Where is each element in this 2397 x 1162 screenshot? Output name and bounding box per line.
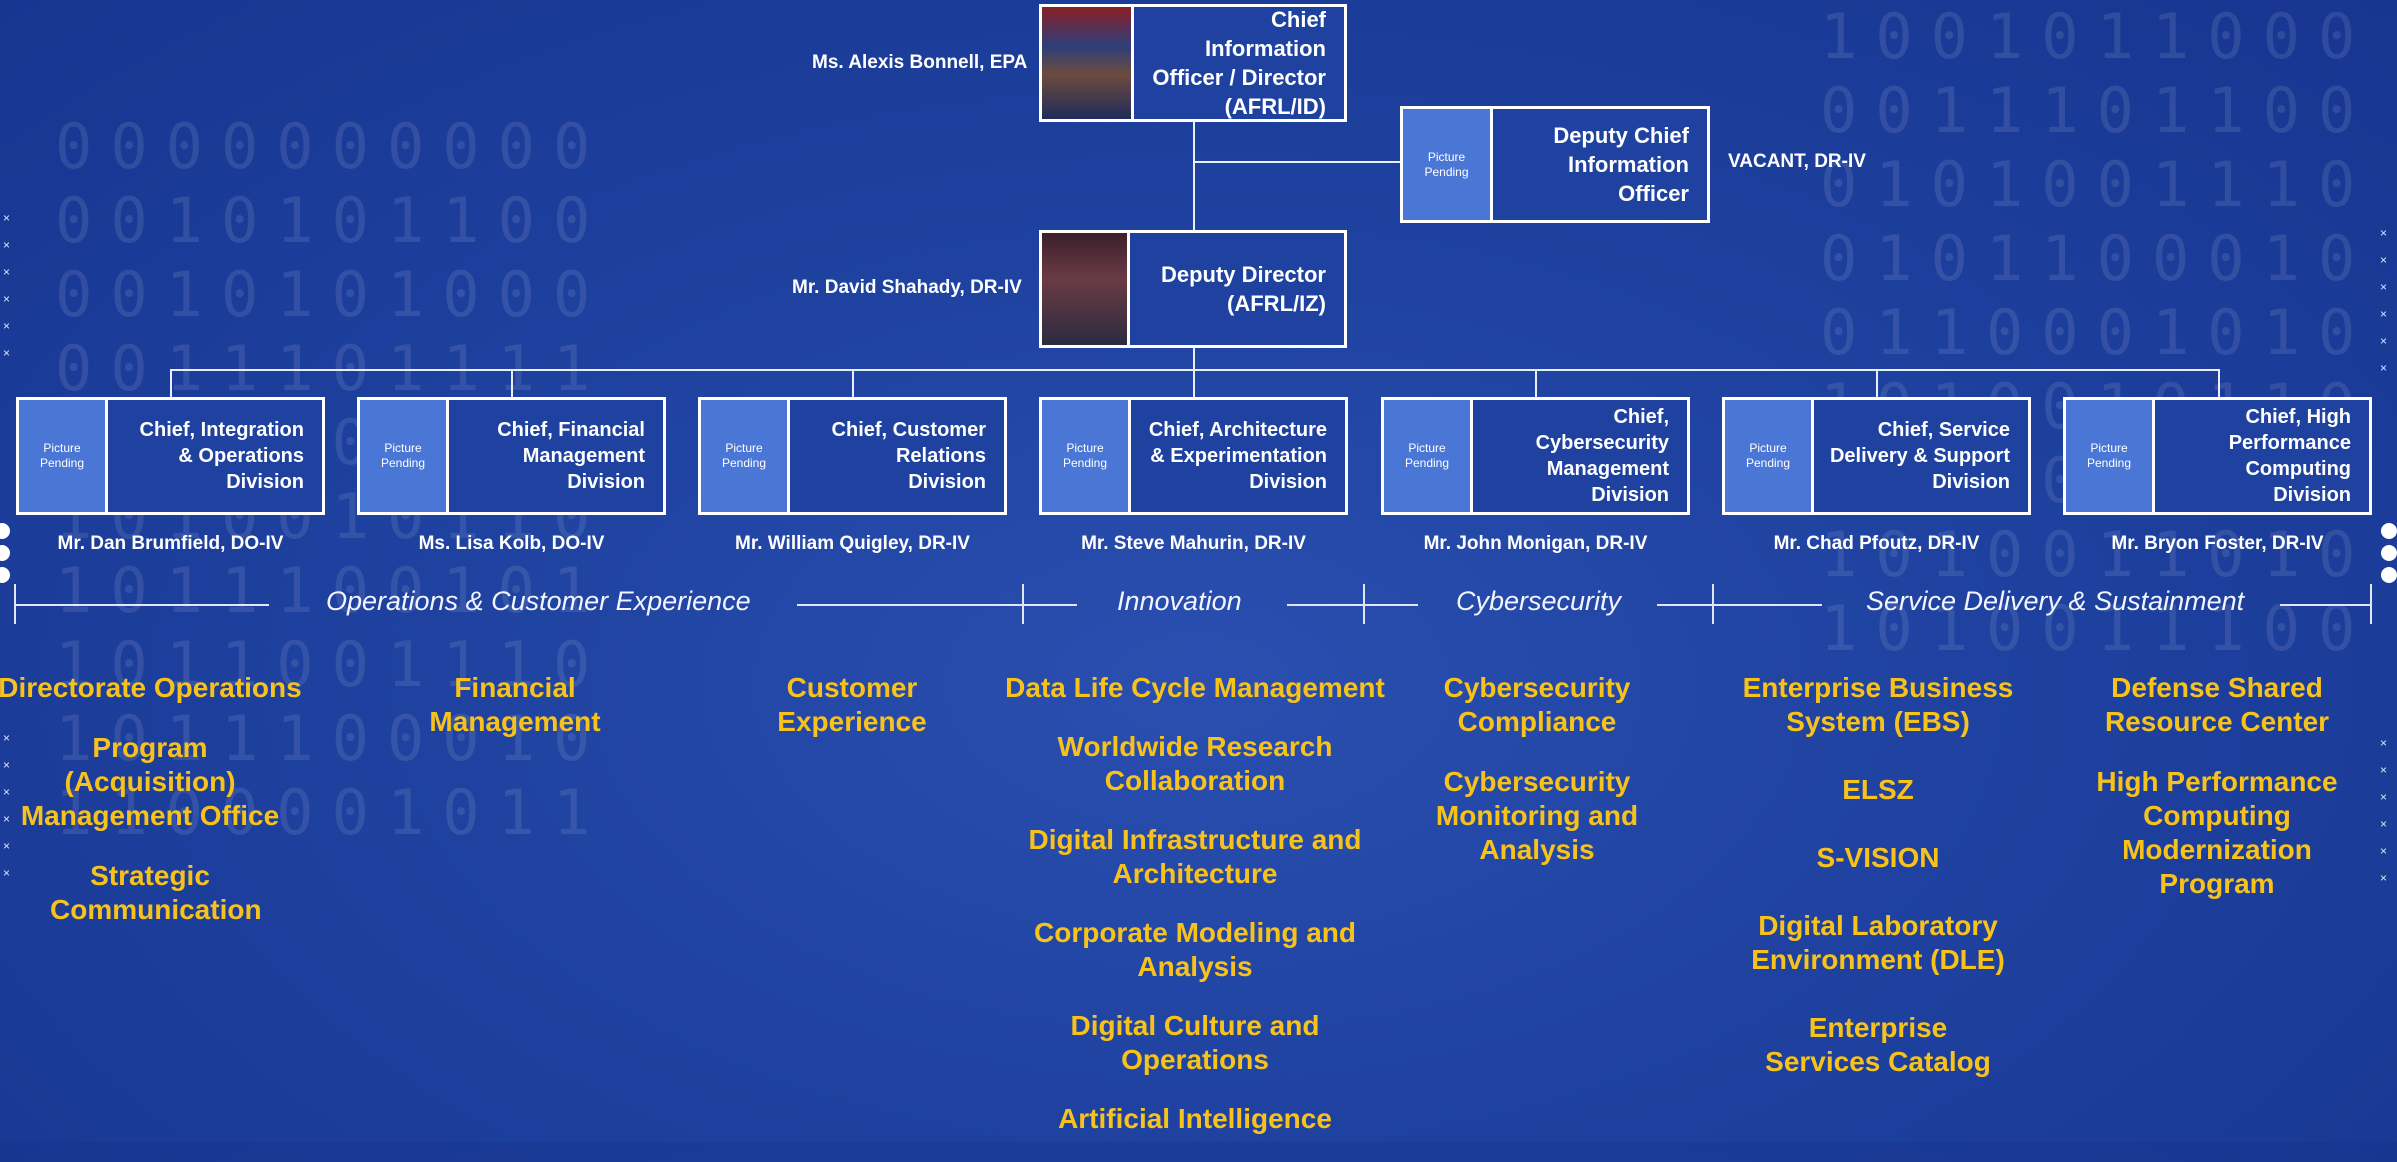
section-line [1712, 604, 1822, 606]
division-picture-placeholder: Picture Pending [360, 400, 449, 512]
section-ops-label: Operations & Customer Experience [326, 586, 751, 616]
function-item: Corporate Modeling and Analysis [1034, 917, 1356, 982]
function-item: Digital Infrastructure and Architecture [1028, 824, 1362, 889]
connector-deputy-down [1193, 346, 1195, 370]
section-line [1287, 604, 1363, 606]
deputy-cio-picture-placeholder: Picture Pending [1403, 109, 1493, 220]
deputy-director-name: Mr. David Shahady, DR-IV [792, 277, 1022, 298]
deputy-director-photo [1042, 233, 1130, 345]
function-item: Program (Acquisition) Management Office [20, 732, 280, 831]
function-item: Directorate Operations [0, 672, 302, 703]
division-picture-placeholder: Picture Pending [19, 400, 108, 512]
connector-div4 [1193, 369, 1195, 399]
function-item: Digital Culture and Operations [1070, 1010, 1320, 1075]
section-line [797, 604, 1023, 606]
functions-column-ops: Directorate Operations Program (Acquisit… [0, 671, 310, 953]
background-digits-right: 1001011000 0011101100 0101001110 0101100… [1820, 0, 2374, 665]
function-item: Enterprise Business System (EBS) [1742, 672, 2014, 737]
section-line [1363, 604, 1418, 606]
function-item: High Performance Computing Modernization… [2096, 766, 2338, 899]
section-divider [2370, 584, 2372, 624]
function-item: Financial Management [429, 672, 601, 737]
connector-division-bar [170, 369, 2220, 371]
edge-marks-left-bottom: ×××××× [3, 731, 11, 880]
function-item: Strategic Communication [50, 860, 262, 925]
edge-dots-left [0, 523, 10, 589]
connector-div2 [511, 369, 513, 399]
division-picture-placeholder: Picture Pending [701, 400, 790, 512]
connector-div1 [170, 369, 172, 399]
section-line [1657, 604, 1712, 606]
division-picture-placeholder: Picture Pending [1725, 400, 1814, 512]
division-picture-placeholder: Picture Pending [2066, 400, 2155, 512]
functions-column-hpc: Defense Shared Resource Center High Perf… [2085, 671, 2349, 927]
function-item: Digital Laboratory Environment (DLE) [1751, 910, 2005, 975]
division-name: Mr. Dan Brumfield, DO-IV [57, 533, 284, 554]
edge-marks-right-top: ×××××× [2380, 226, 2388, 375]
division-name: Mr. Bryon Foster, DR-IV [2111, 533, 2324, 554]
division-name: Mr. John Monigan, DR-IV [1423, 533, 1648, 554]
function-item: Data Life Cycle Management [1005, 672, 1385, 703]
connector-div3 [852, 369, 854, 399]
functions-column-service: Enterprise Business System (EBS) ELSZ S-… [1730, 671, 2026, 1105]
deputy-director-box[interactable]: Deputy Director(AFRL/IZ) [1039, 230, 1347, 348]
deputy-director-title: Deputy Director(AFRL/IZ) [1160, 262, 1326, 316]
function-item: Worldwide Research Collaboration [1057, 731, 1333, 796]
function-item: Cybersecurity Monitoring and Analysis [1435, 766, 1639, 865]
functions-column-cyber: Cybersecurity Compliance Cybersecurity M… [1418, 671, 1656, 893]
edge-marks-right-bottom: ×××××× [2380, 736, 2388, 885]
division-picture-placeholder: Picture Pending [1384, 400, 1473, 512]
connector-deputy-cio [1193, 161, 1403, 163]
function-item: Cybersecurity Compliance [1443, 672, 1631, 737]
division-name: Mr. Steve Mahurin, DR-IV [1081, 533, 1306, 554]
division-name: Ms. Lisa Kolb, DO-IV [418, 533, 605, 554]
connector-div7 [2218, 369, 2220, 399]
function-item: ELSZ [1842, 774, 1914, 805]
section-innovation-label: Innovation [1117, 586, 1242, 616]
function-item: S-VISION [1816, 842, 1940, 873]
connector-director-down [1193, 120, 1195, 232]
division-name: Mr. William Quigley, DR-IV [735, 533, 970, 554]
section-line [2280, 604, 2370, 606]
director-name: Ms. Alexis Bonnell, EPA [812, 52, 1028, 73]
edge-dots-right [2381, 523, 2397, 589]
function-item: Enterprise Services Catalog [1765, 1012, 1991, 1077]
division-box-architecture[interactable]: Picture Pending Chief, Architecture& Exp… [1039, 397, 1348, 515]
division-picture-placeholder: Picture Pending [1042, 400, 1131, 512]
connector-div5 [1535, 369, 1537, 399]
section-line [1022, 604, 1077, 606]
section-cyber-label: Cybersecurity [1456, 586, 1622, 616]
section-service-label: Service Delivery & Sustainment [1866, 586, 2245, 616]
section-line [14, 604, 269, 606]
director-photo [1042, 7, 1134, 119]
function-item: Defense Shared Resource Center [2104, 672, 2330, 737]
function-item: Artificial Intelligence [1058, 1103, 1332, 1134]
functions-column-customer: Customer Experience [752, 671, 952, 765]
edge-marks-left-top: ×××××× [3, 211, 11, 360]
function-item: Customer Experience [777, 672, 927, 737]
division-name: Mr. Chad Pfoutz, DR-IV [1773, 533, 1980, 554]
deputy-cio-name: VACANT, DR-IV [1728, 151, 1866, 172]
functions-column-financial: Financial Management [400, 671, 630, 765]
division-box-integration[interactable]: Picture Pending Chief, Integration& Oper… [16, 397, 325, 515]
connector-div6 [1876, 369, 1878, 399]
functions-column-innovation: Data Life Cycle Management Worldwide Res… [985, 671, 1405, 1162]
